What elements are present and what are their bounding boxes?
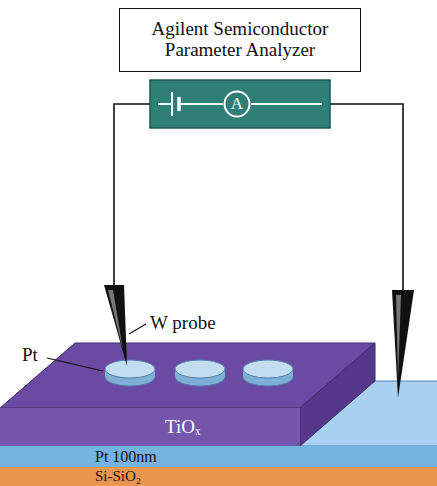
w-probe bbox=[392, 290, 414, 398]
substrate-layer: Si-SiO₂ bbox=[0, 467, 437, 486]
pad-label: Pt bbox=[22, 344, 38, 366]
probe-label: W probe bbox=[150, 312, 216, 334]
node-text: TiOₓ bbox=[165, 417, 200, 438]
pt-pads bbox=[105, 360, 293, 386]
w-probe bbox=[104, 285, 127, 366]
probe-wire bbox=[330, 104, 403, 291]
node-text: A bbox=[231, 95, 243, 114]
tiox-layer: TiOₓ bbox=[0, 408, 300, 446]
ammeter-symbol: A bbox=[223, 90, 251, 118]
instrument-box: Agilent Semiconductor Parameter Analyzer bbox=[119, 8, 361, 72]
node-text: Pt 100nm bbox=[95, 448, 157, 466]
battery-symbol bbox=[158, 92, 322, 116]
w-probe-highlight bbox=[108, 290, 123, 350]
pt-layer: Pt 100nm bbox=[0, 446, 437, 467]
leader-line bbox=[47, 358, 103, 371]
probe-wire bbox=[114, 104, 150, 286]
tiox-layer-side bbox=[300, 343, 375, 446]
node-text: Agilent Semiconductor Parameter Analyzer bbox=[126, 19, 354, 61]
leader-line bbox=[129, 324, 146, 334]
w-probe-highlight bbox=[396, 295, 401, 380]
source-meter-box bbox=[150, 80, 330, 128]
node-text: Si-SiO₂ bbox=[95, 468, 141, 485]
